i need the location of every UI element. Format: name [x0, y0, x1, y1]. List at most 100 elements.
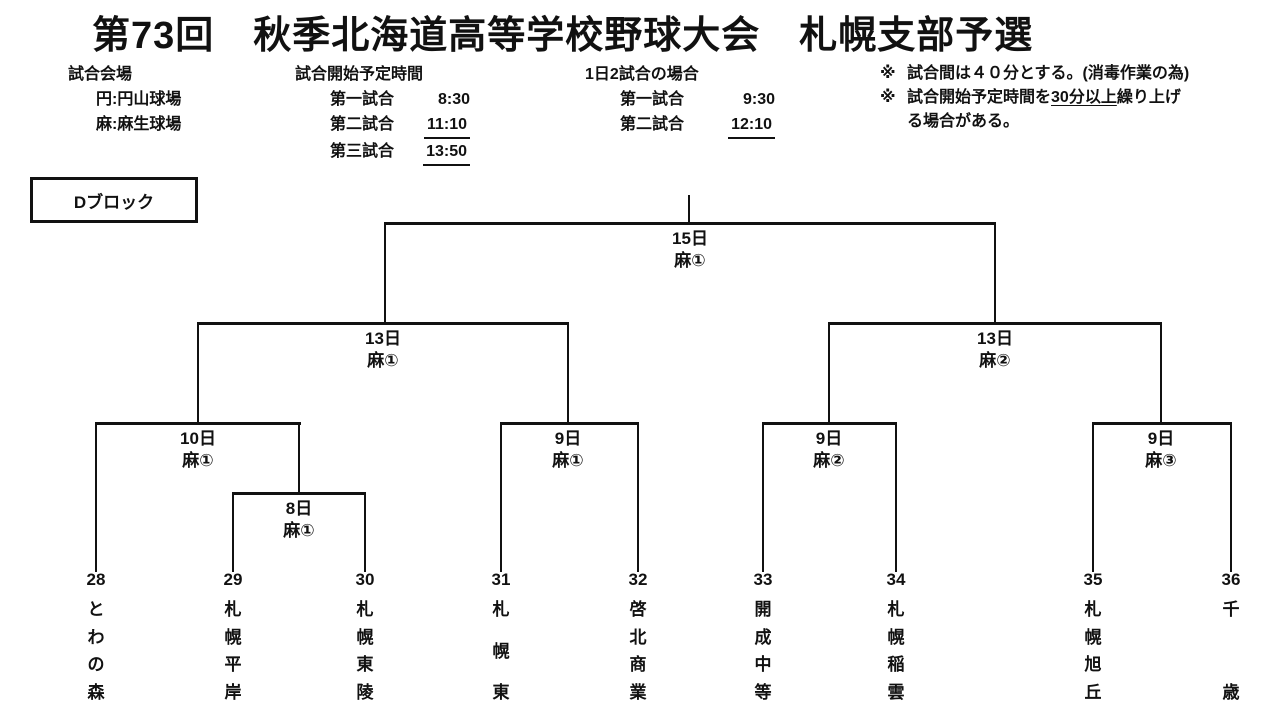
team-number: 31 [491, 570, 511, 589]
final-top-stub-line [688, 195, 690, 222]
note-text: る場合がある。 [907, 113, 1020, 130]
schedule-row: 第一試合 9:30 [620, 87, 775, 112]
team-29: 29 札幌平岸 [224, 570, 243, 703]
block-label-box: Dブロック [30, 177, 198, 223]
semifinal1-match-label: 13日 麻① [365, 328, 401, 372]
match-date: 13日 [365, 329, 401, 348]
team-number: 29 [223, 570, 243, 589]
final-hline [384, 222, 996, 225]
final-right-leg-line [994, 222, 996, 322]
game-label: 第二試合 [330, 116, 395, 133]
quarterfinal3-hline [762, 422, 897, 425]
match-date: 9日 [1147, 429, 1175, 448]
game-label: 第二試合 [620, 116, 685, 133]
team-31: 31 札幌東 [492, 570, 511, 703]
game-time: 12:10 [728, 112, 775, 139]
quarterfinal1-match-label: 10日 麻① [180, 428, 216, 472]
firstround-right-leg-line [364, 492, 366, 572]
quarterfinal3-match-label: 9日 麻② [813, 428, 844, 472]
match-date: 9日 [554, 429, 582, 448]
note-line: ※ 試合開始予定時間を30分以上繰り上げ [880, 86, 1189, 110]
semifinal2-hline [828, 322, 1162, 325]
match-date: 15日 [672, 229, 708, 248]
match-venue: 麻③ [1145, 451, 1177, 470]
team-32: 32 啓北商業 [629, 570, 648, 703]
match-venue: 麻② [813, 451, 845, 470]
team-34: 34 札幌稲雲 [887, 570, 906, 703]
quarterfinal1-left-leg-line [95, 422, 97, 572]
semifinal1-hline [197, 322, 569, 325]
team-name: 札幌東 [492, 600, 510, 702]
notes-block: ※ 試合間は４０分とする。(消毒作業の為) ※ 試合開始予定時間を30分以上繰り… [880, 62, 1189, 134]
match-date: 13日 [977, 329, 1013, 348]
match-date: 8日 [285, 499, 313, 518]
team-name: 札幌東陵 [356, 600, 374, 702]
semifinal1-right-leg-line [567, 322, 569, 422]
note-line: ※ 試合間は４０分とする。(消毒作業の為) [880, 62, 1189, 86]
firstround-match-label: 8日 麻① [283, 498, 314, 542]
firstround-left-leg-line [232, 492, 234, 572]
venue-item: 円:円山球場 [96, 91, 182, 108]
note-text: 試合開始予定時間を30分以上繰り上げ [907, 89, 1181, 106]
note-marker: ※ [880, 89, 896, 106]
match-venue: 麻① [182, 451, 214, 470]
final-match-label: 15日 麻① [672, 228, 708, 272]
quarterfinal3-right-leg-line [895, 422, 897, 572]
semifinal2-match-label: 13日 麻② [977, 328, 1013, 372]
team-name: 千歳 [1222, 600, 1240, 702]
match-venue: 麻② [979, 351, 1011, 370]
game-time: 9:30 [742, 91, 775, 108]
team-36: 36 千歳 [1222, 570, 1241, 703]
quarterfinal4-hline [1092, 422, 1232, 425]
quarterfinal4-left-leg-line [1092, 422, 1094, 572]
semifinal2-right-leg-line [1160, 322, 1162, 422]
venues-block: 試合会場 円:円山球場 麻:麻生球場 [68, 62, 181, 137]
schedule-row: 第二試合 11:10 [330, 112, 470, 139]
team-number: 30 [355, 570, 375, 589]
semifinal2-left-leg-line [828, 322, 830, 422]
match-venue: 麻① [552, 451, 584, 470]
semifinal1-left-leg-line [197, 322, 199, 422]
two-games-heading: 1日2試合の場合 [585, 66, 699, 83]
quarterfinal2-match-label: 9日 麻① [552, 428, 583, 472]
team-number: 34 [886, 570, 906, 589]
quarterfinal2-right-leg-line [637, 422, 639, 572]
team-33: 33 開成中等 [754, 570, 773, 703]
venues-heading: 試合会場 [68, 66, 133, 83]
start-times-block: 試合開始予定時間 第一試合 8:30 第二試合 11:10 第三試合 13:50 [295, 62, 470, 166]
quarterfinal4-right-leg-line [1230, 422, 1232, 572]
team-name: 啓北商業 [629, 600, 647, 702]
match-date: 9日 [815, 429, 843, 448]
two-games-block: 1日2試合の場合 第一試合 9:30 第二試合 12:10 [585, 62, 775, 139]
game-time: 13:50 [423, 139, 470, 166]
block-label: Dブロック [73, 192, 155, 212]
team-28: 28 とわの森 [87, 570, 106, 703]
match-venue: 麻① [283, 521, 315, 540]
match-date: 10日 [180, 429, 216, 448]
firstround-hline [232, 492, 366, 495]
team-number: 28 [86, 570, 106, 589]
team-name: 札幌旭丘 [1084, 600, 1102, 702]
team-name: 札幌平岸 [224, 600, 242, 702]
game-time: 11:10 [423, 112, 470, 139]
schedule-row: 第三試合 13:50 [330, 139, 470, 166]
team-number: 32 [628, 570, 648, 589]
quarterfinal2-hline [500, 422, 639, 425]
team-number: 36 [1221, 570, 1241, 589]
team-name: 開成中等 [754, 600, 772, 702]
quarterfinal2-left-leg-line [500, 422, 502, 572]
schedule-row: 第一試合 8:30 [330, 87, 470, 112]
schedule-row: 第二試合 12:10 [620, 112, 775, 139]
match-venue: 麻① [367, 351, 399, 370]
team-number: 33 [753, 570, 773, 589]
game-label: 第一試合 [330, 91, 395, 108]
quarterfinal4-match-label: 9日 麻③ [1145, 428, 1176, 472]
note-marker-spacer [880, 110, 898, 134]
note-text: 試合間は４０分とする。(消毒作業の為) [907, 65, 1190, 82]
note-line: る場合がある。 [880, 110, 1189, 134]
team-30: 30 札幌東陵 [356, 570, 375, 703]
venue-item: 麻:麻生球場 [96, 116, 182, 133]
team-35: 35 札幌旭丘 [1084, 570, 1103, 703]
quarterfinal1-hline [95, 422, 301, 425]
page-title: 第73回 秋季北海道高等学校野球大会 札幌支部予選 [92, 15, 1034, 57]
